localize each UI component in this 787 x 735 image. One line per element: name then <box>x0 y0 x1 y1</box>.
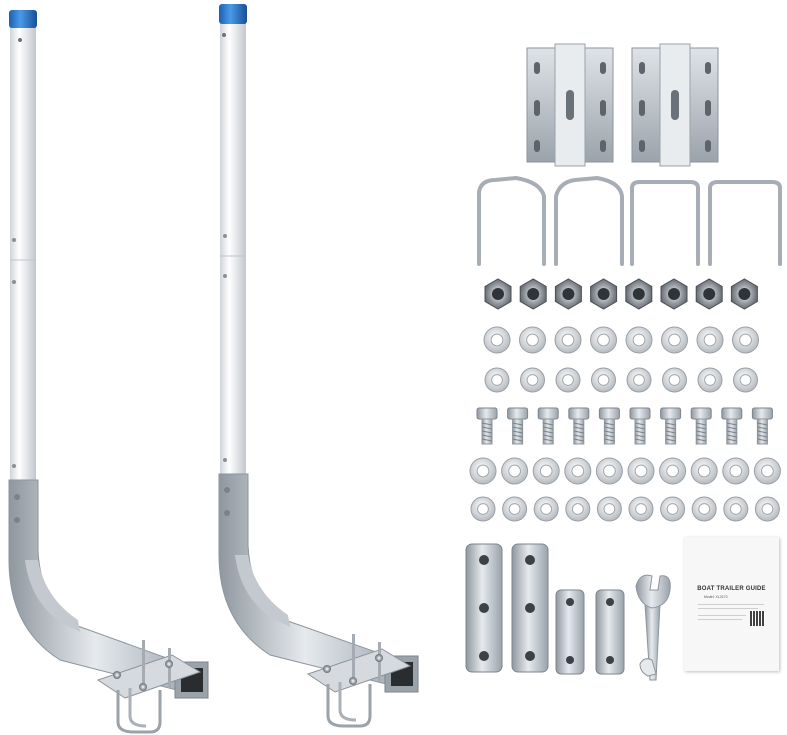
washer <box>469 457 497 485</box>
manual-text-line <box>698 619 742 620</box>
hex-bolt <box>568 407 590 445</box>
washer <box>596 496 622 522</box>
washer <box>732 326 759 354</box>
washer <box>661 326 688 354</box>
washer <box>625 326 653 354</box>
manual-text-line <box>698 604 764 605</box>
long-sleeve <box>465 543 503 673</box>
short-sleeve <box>555 589 585 675</box>
mounting-plate <box>631 43 719 167</box>
roller-sleeves <box>465 543 625 675</box>
u-bolt <box>554 175 624 266</box>
hex-nut <box>625 278 653 310</box>
washer <box>520 367 545 393</box>
washer <box>691 496 717 522</box>
washer <box>697 367 723 393</box>
blue-cap-left <box>9 10 37 28</box>
hex-bolt <box>721 407 743 445</box>
washer <box>659 457 687 485</box>
guide-pole-left <box>8 10 209 734</box>
washer <box>690 457 718 485</box>
boat-trailer-guide-manual: BOAT TRAILER GUIDE Model: XL3170 <box>684 537 779 671</box>
washer <box>722 457 750 485</box>
manual-model: Model: XL3170 <box>704 595 728 599</box>
washer <box>502 496 528 522</box>
manual-title: BOAT TRAILER GUIDE <box>697 586 766 592</box>
mounting-plate <box>526 43 614 167</box>
u-bolt <box>477 175 546 266</box>
washer <box>590 326 617 354</box>
qr-code-icon <box>750 611 765 626</box>
hex-bolt <box>660 407 682 445</box>
washer <box>628 496 654 522</box>
u-bolts <box>477 175 782 266</box>
hex-bolt <box>598 407 620 445</box>
washer <box>733 367 758 393</box>
washer <box>627 457 655 485</box>
short-sleeve <box>595 589 625 675</box>
hex-nut <box>660 278 688 310</box>
hex-nuts <box>484 278 758 310</box>
hex-bolt <box>751 407 773 445</box>
washers <box>469 326 781 522</box>
washer <box>591 367 616 393</box>
hex-nut <box>519 278 547 310</box>
washer <box>754 496 780 522</box>
washer <box>501 457 529 485</box>
washer <box>723 496 749 522</box>
washer <box>484 367 510 393</box>
hex-bolt <box>476 407 498 445</box>
mounting-plates <box>526 43 719 167</box>
washer <box>565 496 591 522</box>
wrench <box>635 574 671 681</box>
hex-bolt <box>690 407 712 445</box>
washer <box>555 367 581 393</box>
hex-nut <box>730 278 758 310</box>
hex-nut <box>695 278 723 310</box>
washer <box>532 457 560 485</box>
manual-text-line <box>698 608 758 609</box>
washer <box>626 367 652 393</box>
hex-bolt <box>629 407 651 445</box>
washer <box>753 457 781 485</box>
hex-bolts <box>476 407 773 445</box>
manual-text-line <box>698 615 746 616</box>
washer <box>696 326 724 354</box>
long-sleeve <box>511 543 549 673</box>
u-bolt <box>630 180 700 266</box>
hex-nut <box>484 278 512 310</box>
hex-bolt <box>507 407 529 445</box>
washer <box>470 496 496 522</box>
washer <box>554 326 582 354</box>
washer <box>564 457 592 485</box>
washer <box>662 367 687 393</box>
washer <box>660 496 686 522</box>
blue-cap-right <box>219 4 247 24</box>
u-bolt <box>708 180 782 266</box>
hex-nut <box>590 278 618 310</box>
washer <box>595 457 623 485</box>
hex-bolt <box>537 407 559 445</box>
washer <box>533 496 559 522</box>
guide-pole-right <box>218 4 419 728</box>
washer <box>483 326 511 354</box>
washer <box>519 326 546 354</box>
hex-nut <box>554 278 582 310</box>
